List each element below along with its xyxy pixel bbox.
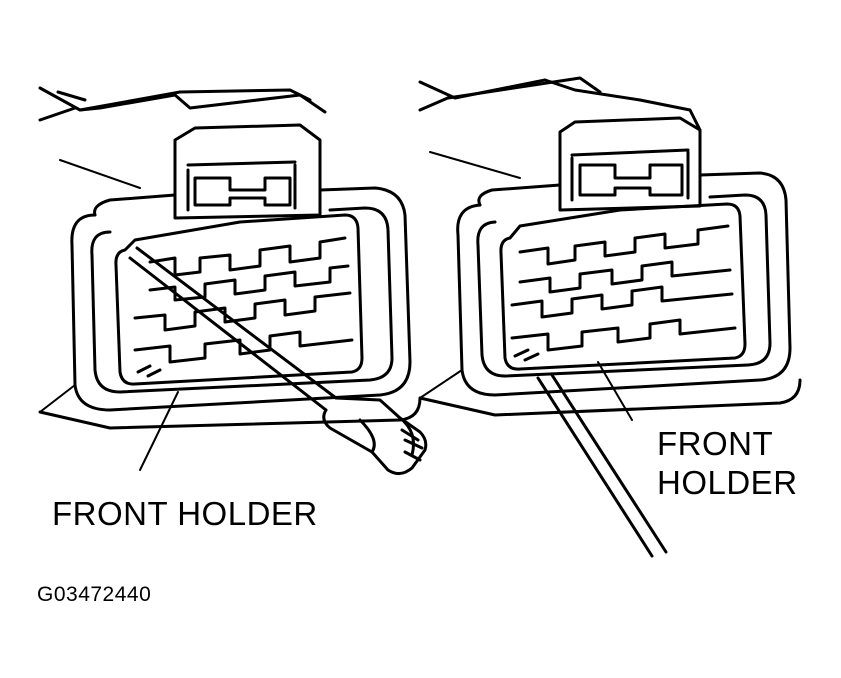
screwdriver-left (130, 248, 426, 474)
front-holder-label-right-line2: HOLDER (657, 464, 798, 501)
right-connector (420, 78, 800, 415)
front-holder-label-left: FRONT HOLDER (52, 495, 318, 532)
front-holder-label-right-line1: FRONT (657, 425, 774, 462)
screwdriver-right (538, 375, 666, 556)
leader-line-left (140, 392, 178, 470)
figure-id: G03472440 (37, 583, 152, 606)
leader-line-right (598, 362, 632, 420)
left-connector (40, 88, 420, 428)
